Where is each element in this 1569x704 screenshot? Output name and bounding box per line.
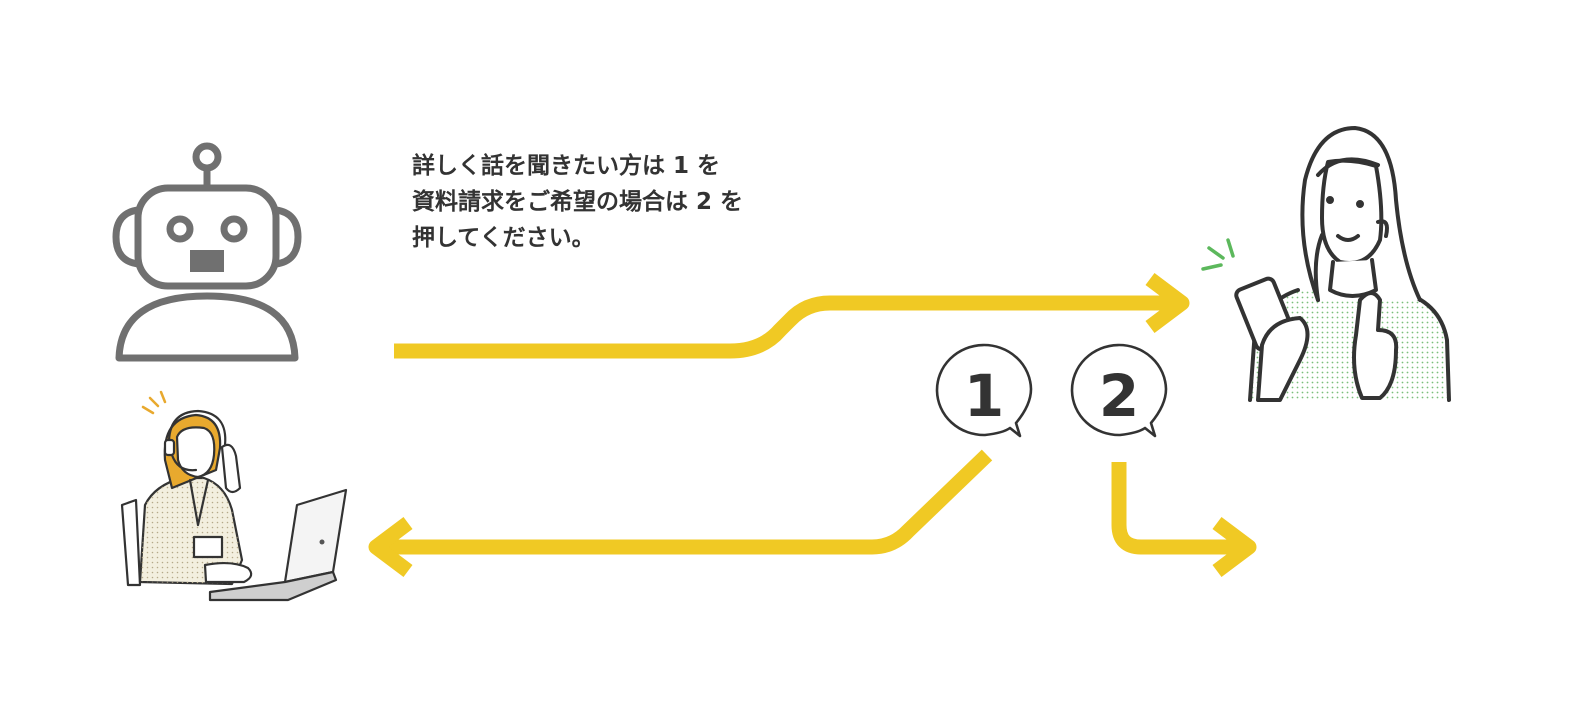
- option-1-label: 1: [964, 362, 1004, 430]
- option-1-bubble: 1: [935, 343, 1033, 438]
- message-line-3: 押してください。: [412, 225, 595, 251]
- robot-icon: [112, 142, 302, 362]
- operator-icon: [120, 390, 348, 602]
- arrow-to-user: [394, 273, 1190, 359]
- arrow-to-operator: [368, 449, 993, 577]
- option-2-bubble: 2: [1070, 343, 1168, 438]
- option-2-label: 2: [1099, 362, 1139, 430]
- arrow-option-2: [1111, 462, 1257, 577]
- smartphone-user-icon: [1201, 126, 1451, 402]
- message-line-2: 資料請求をご希望の場合は 2 を: [412, 189, 744, 215]
- robot-message: 詳しく話を聞きたい方は 1 を 資料請求をご希望の場合は 2 を 押してください…: [412, 148, 743, 256]
- message-line-1: 詳しく話を聞きたい方は 1 を: [412, 153, 721, 179]
